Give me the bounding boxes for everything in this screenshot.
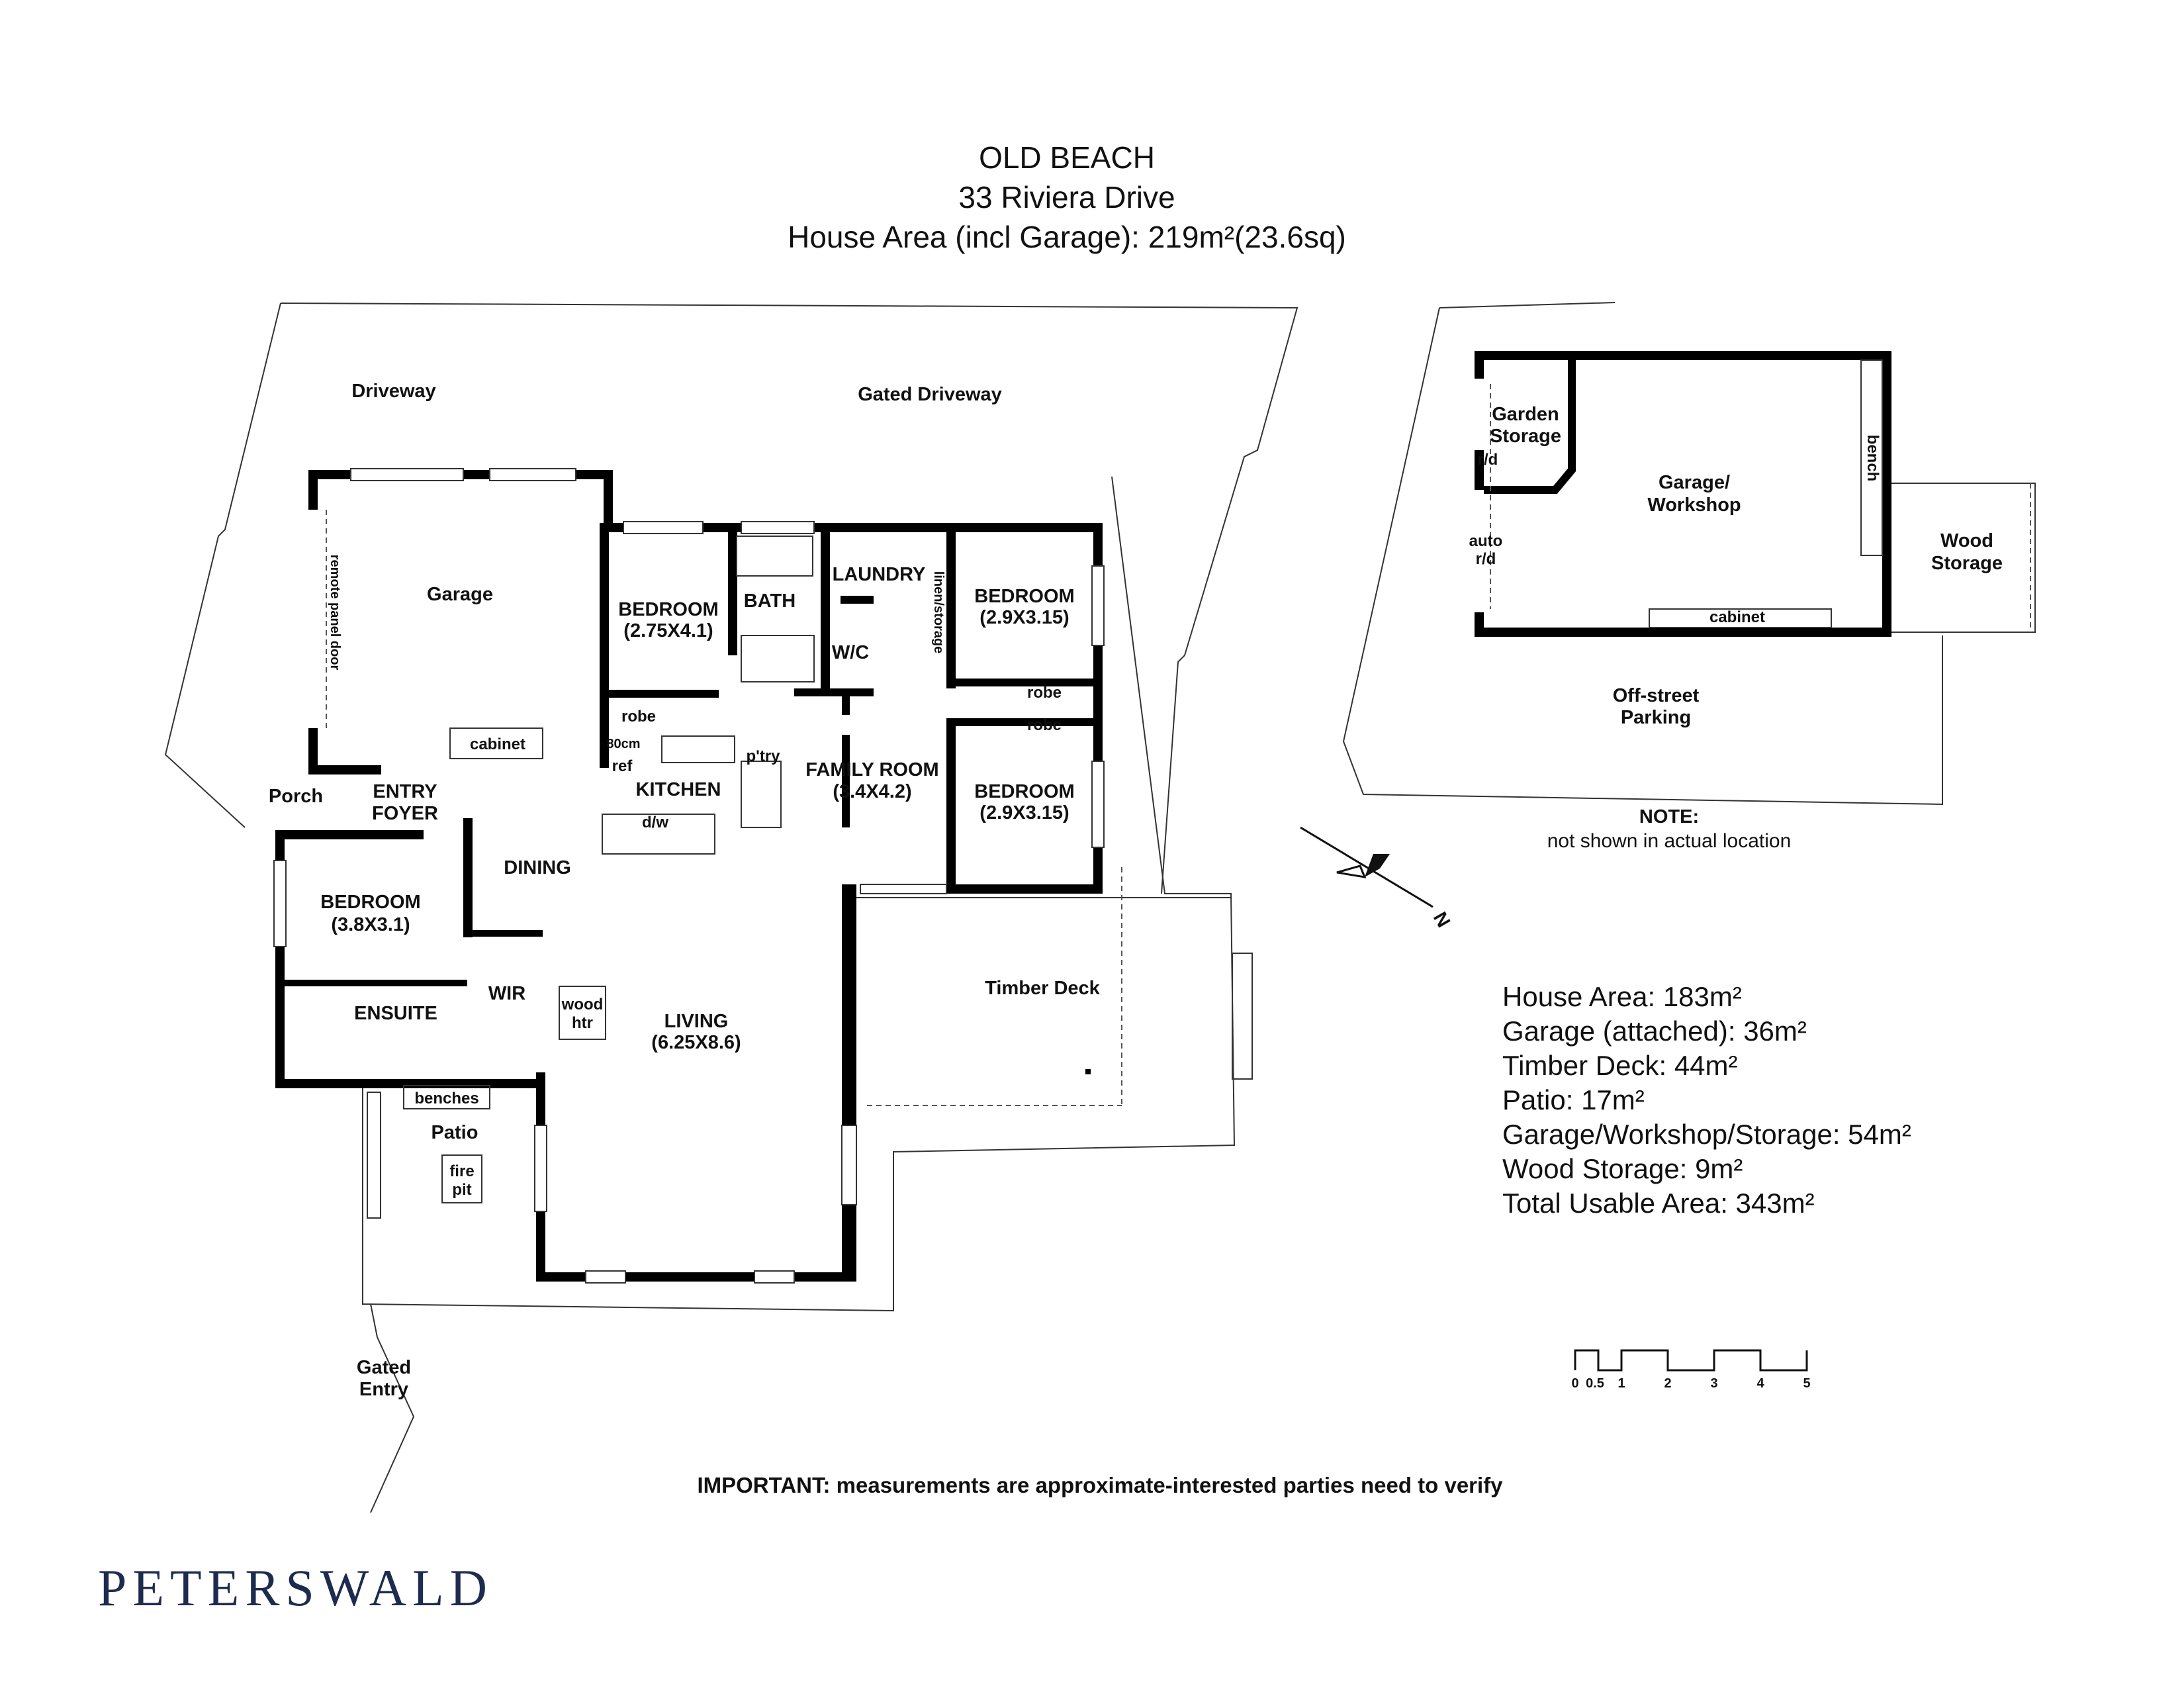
- label-bench: bench: [1864, 435, 1882, 482]
- plan-address: 33 Riviera Drive: [958, 180, 1175, 214]
- label-note-title: NOTE:: [1639, 806, 1699, 827]
- label-bedroom-1: BEDROOM: [618, 599, 718, 620]
- label-wood-heater-2: htr: [572, 1014, 593, 1032]
- label-wir: WIR: [488, 983, 525, 1004]
- patio: [367, 1085, 490, 1513]
- label-wood: Wood: [1940, 530, 1993, 551]
- area-summary: House Area: 183m² Garage (attached): 36m…: [1502, 981, 1911, 1219]
- label-living: LIVING: [664, 1011, 729, 1032]
- label-fire-pit-1: fire: [449, 1162, 474, 1180]
- label-garage-workshop-1: Garage/: [1659, 472, 1730, 493]
- garage-walls: [308, 468, 613, 774]
- label-living-size: (6.25X8.6): [651, 1032, 741, 1053]
- label-gated-driveway: Gated Driveway: [858, 384, 1002, 405]
- scale-label: 0: [1571, 1376, 1578, 1391]
- plan-suburb: OLD BEACH: [979, 140, 1155, 175]
- label-gated: Gated: [357, 1357, 411, 1378]
- label-porch: Porch: [269, 786, 323, 807]
- label-dishwasher: d/w: [642, 814, 668, 831]
- label-robe-2: robe: [1027, 684, 1062, 702]
- label-bedroom-3: BEDROOM: [974, 781, 1074, 802]
- area-line: Wood Storage: 9m²: [1502, 1153, 1743, 1184]
- label-benches: benches: [414, 1090, 478, 1107]
- area-line: Garage (attached): 36m²: [1502, 1015, 1807, 1047]
- label-auto-roller-door: r/d: [1476, 550, 1496, 568]
- scale-label: 5: [1803, 1376, 1810, 1391]
- label-entry-gate: Entry: [359, 1379, 408, 1400]
- label-foyer: FOYER: [372, 803, 438, 824]
- label-bedroom-2: BEDROOM: [974, 586, 1074, 607]
- label-patio: Patio: [432, 1122, 478, 1143]
- scale-label: 2: [1664, 1376, 1671, 1391]
- kitchen-fixtures: [559, 536, 815, 1040]
- label-linen-storage: linen/storage: [931, 571, 946, 653]
- label-note-text: not shown in actual location: [1547, 830, 1792, 852]
- label-bedroom-1-size: (2.75X4.1): [623, 620, 713, 641]
- label-wood-storage: Storage: [1931, 553, 2003, 574]
- area-line: Patio: 17m²: [1502, 1084, 1645, 1115]
- scale-bar: 0 0.5 1 2 3 4 5: [1571, 1349, 1811, 1391]
- area-line: Total Usable Area: 343m²: [1502, 1188, 1815, 1219]
- label-kitchen: KITCHEN: [636, 779, 721, 800]
- label-entry: ENTRY: [373, 781, 437, 802]
- label-fire-pit-2: pit: [452, 1181, 471, 1199]
- label-driveway: Driveway: [351, 381, 435, 402]
- label-wood-heater-1: wood: [561, 996, 604, 1013]
- label-off-street: Off-street: [1613, 685, 1700, 706]
- label-bath: BATH: [744, 590, 796, 612]
- scale-label: 4: [1756, 1376, 1764, 1391]
- label-garage-cabinet: cabinet: [470, 735, 525, 753]
- disclaimer: IMPORTANT: measurements are approximate-…: [697, 1473, 1503, 1497]
- label-roller-door: r/d: [1478, 451, 1498, 469]
- house-walls: [273, 521, 1105, 1284]
- label-robe-1: robe: [621, 708, 656, 726]
- label-family-room-size: (3.4X4.2): [833, 781, 911, 802]
- label-ensuite: ENSUITE: [354, 1003, 437, 1024]
- label-pantry: p'try: [746, 747, 780, 765]
- label-garage-workshop-2: Workshop: [1647, 494, 1741, 516]
- scale-label: 1: [1617, 1376, 1625, 1391]
- timber-deck: [856, 867, 1253, 1106]
- area-line: Garage/Workshop/Storage: 54m²: [1502, 1119, 1911, 1150]
- label-fridge-width: 80cm: [606, 737, 640, 751]
- label-parking: Parking: [1621, 707, 1691, 728]
- label-laundry: LAUNDRY: [833, 564, 926, 585]
- scale-label: 0.5: [1586, 1376, 1604, 1391]
- outbuilding: [1342, 302, 2036, 806]
- compass-icon: N: [1300, 826, 1454, 931]
- label-workshop-cabinet: cabinet: [1709, 608, 1765, 626]
- plan-house-area: House Area (incl Garage): 219m²(23.6sq): [788, 220, 1346, 254]
- compass-north-label: N: [1429, 909, 1454, 931]
- label-bedroom-2-size: (2.9X3.15): [979, 607, 1069, 628]
- label-auto: auto: [1469, 532, 1503, 550]
- label-ref: ref: [612, 757, 633, 775]
- site-boundary: [164, 303, 1298, 1312]
- label-garden: Garden: [1492, 404, 1559, 425]
- label-bedroom-4: BEDROOM: [320, 892, 420, 913]
- label-garden-storage: Storage: [1490, 426, 1561, 447]
- label-family-room: FAMILY ROOM: [805, 759, 938, 780]
- brand-logo: PETERSWALD: [98, 1559, 493, 1617]
- label-bedroom-3-size: (2.9X3.15): [979, 802, 1069, 823]
- label-remote-panel-door: remote panel door: [328, 555, 342, 671]
- label-robe-3: robe: [1027, 716, 1062, 734]
- area-line: House Area: 183m²: [1502, 981, 1742, 1012]
- label-bedroom-4-size: (3.8X3.1): [331, 914, 410, 935]
- area-line: Timber Deck: 44m²: [1502, 1050, 1738, 1081]
- label-wc: W/C: [832, 642, 869, 663]
- label-garage: Garage: [427, 584, 493, 605]
- label-dining: DINING: [504, 857, 571, 878]
- scale-label: 3: [1710, 1376, 1717, 1391]
- label-timber-deck: Timber Deck: [985, 978, 1100, 999]
